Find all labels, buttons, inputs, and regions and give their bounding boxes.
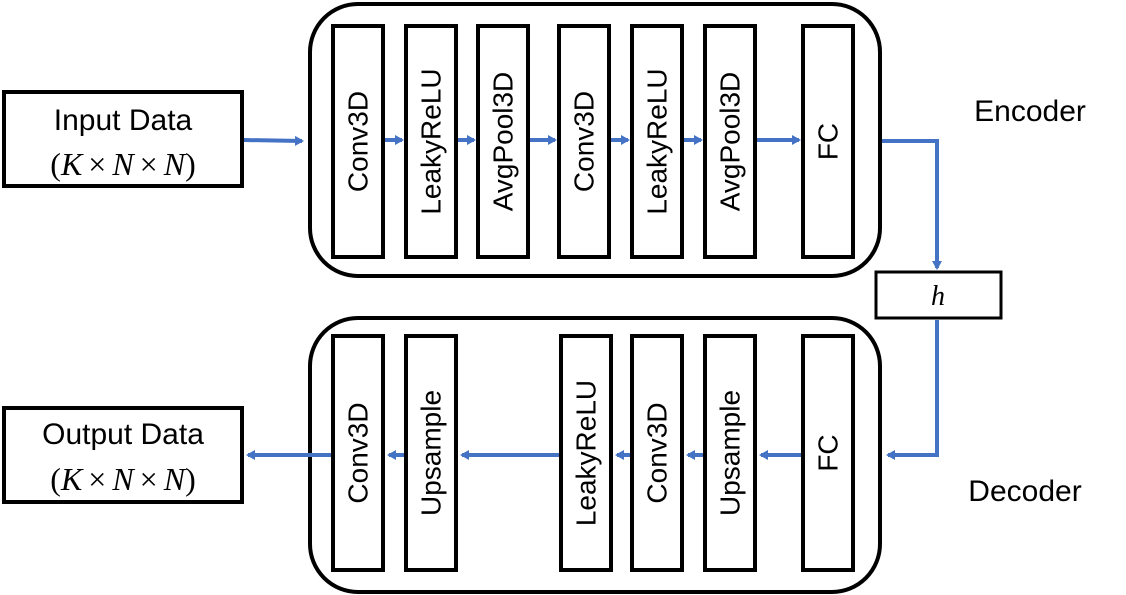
output-data-label: Output Data [42, 418, 204, 451]
encoder-layer-label: LeakyReLU [416, 68, 447, 214]
encoder-layer-label: LeakyReLU [642, 68, 673, 214]
decoder-layer-fc: FC [801, 334, 855, 572]
encoder-layer-leakyrelu: LeakyReLU [630, 24, 684, 259]
decoder-layer-conv3d: Conv3D [331, 334, 385, 572]
output-data-box: Output Data (K×N×N) [2, 406, 244, 504]
decoder-layer-label: Conv3D [343, 402, 374, 503]
input-arrow [243, 135, 304, 146]
encoder-layers: Conv3D LeakyReLU AvgPool3D Conv3D LeakyReLU A… [331, 24, 855, 259]
encoder-layer-label: FC [813, 123, 844, 160]
encoder-layer-conv3d: Conv3D [557, 24, 611, 259]
encoder-layer-conv3d: Conv3D [331, 24, 385, 259]
encoder-layer-avgpool3d: AvgPool3D [703, 24, 757, 259]
latent-label: h [931, 281, 945, 312]
latent-to-decoder-arrow [886, 320, 939, 460]
decoder-layer-upsample: Upsample [703, 334, 757, 572]
decoder-layer-conv3d: Conv3D [630, 334, 684, 572]
decoder-layer-label: Conv3D [642, 402, 673, 503]
encoder-layer-label: Conv3D [343, 91, 374, 192]
decoder-layers: Conv3D Upsample LeakyReLU Conv3D Upsample FC [331, 334, 855, 572]
encoder-layer-avgpool3d: AvgPool3D [476, 24, 530, 259]
encoder-layer-label: AvgPool3D [715, 72, 746, 212]
decoder-label: Decoder [968, 475, 1081, 508]
encoder-layer-leakyrelu: LeakyReLU [404, 24, 458, 259]
encoder-layer-fc: FC [801, 24, 855, 259]
decoder-layer-label: LeakyReLU [571, 380, 602, 526]
encoder-label: Encoder [974, 95, 1086, 128]
flow-arrows [243, 135, 942, 460]
output-dims-label: (K×N×N) [50, 461, 195, 497]
encoder-layer-label: Conv3D [569, 91, 600, 192]
decoder-layer-label: FC [813, 434, 844, 471]
encoder-to-latent-arrow [882, 139, 942, 270]
decoder-layer-leakyrelu: LeakyReLU [559, 334, 613, 572]
decoder-layer-upsample: Upsample [404, 334, 458, 572]
decoder-layer-label: Upsample [416, 390, 447, 516]
input-data-box: Input Data (K×N×N) [2, 90, 244, 188]
input-dims-label: (K×N×N) [50, 146, 195, 182]
input-data-label: Input Data [54, 104, 193, 137]
encoder-layer-label: AvgPool3D [488, 72, 519, 212]
latent-box: h [874, 270, 1003, 320]
decoder-layer-label: Upsample [715, 390, 746, 516]
